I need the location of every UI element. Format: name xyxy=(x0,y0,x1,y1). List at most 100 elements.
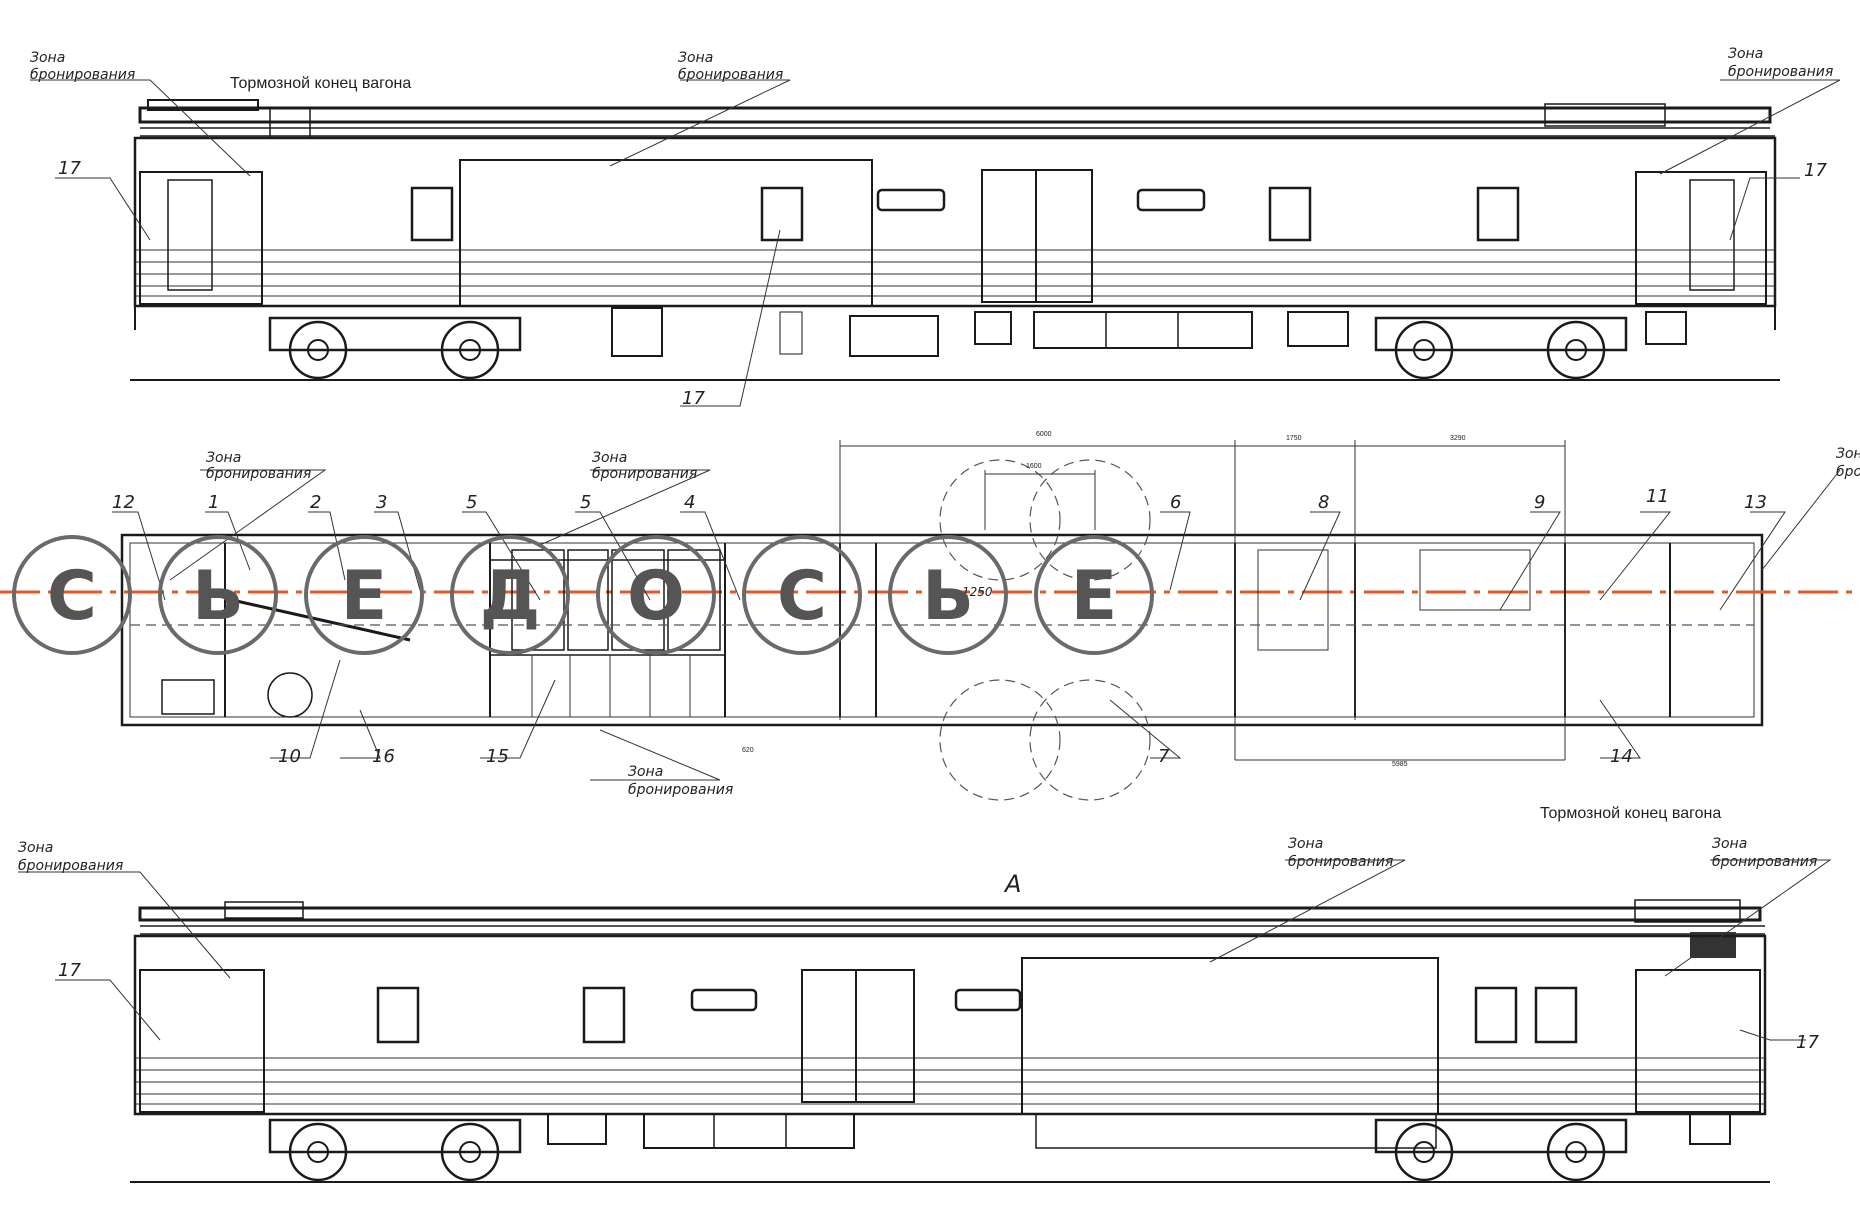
svg-text:бронирования: бронирования xyxy=(30,67,135,83)
watermark-letter: Е xyxy=(1071,557,1117,636)
svg-text:Зона: Зона xyxy=(1288,836,1323,852)
window xyxy=(582,986,626,1044)
roof-equipment xyxy=(147,99,259,111)
zone-label: Зона бронирования xyxy=(678,50,783,83)
callout-9: 9 xyxy=(1534,492,1545,513)
callout-1: 1 xyxy=(208,492,219,513)
watermark-circle xyxy=(596,535,716,655)
watermark-letter: Ь xyxy=(922,557,974,636)
watermark-letter: Е xyxy=(341,557,387,636)
car-body xyxy=(133,934,1767,1116)
watermark-letter: Д xyxy=(480,557,541,636)
plan-view xyxy=(0,440,1860,801)
dimension-label: 1600 xyxy=(1026,463,1042,470)
watermark-circle xyxy=(12,535,132,655)
svg-text:Зона: Зона xyxy=(1836,446,1860,462)
callout-14: 14 xyxy=(1610,746,1633,767)
dimension-label: 1750 xyxy=(1286,435,1302,442)
dimension-label: 3290 xyxy=(1450,435,1466,442)
car-body xyxy=(133,136,1777,308)
zone-label: Зона бронирования xyxy=(30,50,135,83)
watermark-letter: С xyxy=(777,557,827,636)
small-window xyxy=(1136,188,1206,212)
zone-label: Зона бронирования xyxy=(628,764,733,798)
bogie xyxy=(1374,316,1628,380)
callout-15: 15 xyxy=(486,746,509,767)
armor-zone xyxy=(139,969,265,1113)
svg-text:бронирования: бронирования xyxy=(1836,464,1860,480)
callout-17: 17 xyxy=(58,960,81,981)
watermark-circle xyxy=(158,535,278,655)
callout-17: 17 xyxy=(682,388,705,409)
small-window xyxy=(876,188,946,212)
callout-5: 5 xyxy=(580,492,591,513)
svg-text:Зона: Зона xyxy=(592,450,627,466)
callout-10: 10 xyxy=(278,746,301,767)
bottom-side-view xyxy=(18,859,1832,1183)
armor-zone xyxy=(459,159,873,307)
svg-text:бронирования: бронирования xyxy=(18,858,123,874)
callout-11: 11 xyxy=(1646,486,1669,507)
svg-text:Зона: Зона xyxy=(1712,836,1747,852)
side-door xyxy=(801,969,915,1103)
dimension-label: 6000 xyxy=(1036,431,1052,438)
callout-17: 17 xyxy=(58,158,81,179)
svg-text:Зона: Зона xyxy=(30,50,65,66)
zone-label: Зона бронирования xyxy=(1728,46,1833,80)
window xyxy=(410,186,454,242)
zone-label: Зона бронирования xyxy=(206,450,311,482)
top-side-view xyxy=(30,79,1841,407)
zone-label: Зона бронирования xyxy=(1288,836,1393,870)
window xyxy=(376,986,420,1044)
svg-text:бронирования: бронирования xyxy=(206,466,311,482)
zone-label: Зона бронирования xyxy=(18,840,123,874)
svg-text:бронирования: бронирования xyxy=(592,466,697,482)
window xyxy=(760,186,804,242)
callout-4: 4 xyxy=(684,492,695,513)
callout-7: 7 xyxy=(1158,746,1170,767)
bogie xyxy=(268,316,522,380)
zone-label: Зона бронирования xyxy=(1712,836,1817,870)
callout-5: 5 xyxy=(466,492,477,513)
watermark-circle xyxy=(888,535,1008,655)
small-window xyxy=(954,988,1022,1012)
svg-text:бронирования: бронирования xyxy=(1728,64,1833,80)
svg-text:Зона: Зона xyxy=(18,840,53,856)
watermark-letter: О xyxy=(627,557,685,636)
svg-text:Зона: Зона xyxy=(206,450,241,466)
callout-16: 16 xyxy=(372,746,395,767)
zone-label: Зона бронирования xyxy=(592,450,697,482)
window xyxy=(1534,986,1578,1044)
svg-text:бронирования: бронирования xyxy=(1712,854,1817,870)
brake-end-label: Тормозной конец вагона xyxy=(230,75,411,92)
watermark-circle xyxy=(450,535,570,655)
dimension-label: 5985 xyxy=(1392,761,1408,768)
watermark-circle xyxy=(742,535,862,655)
small-window xyxy=(690,988,758,1012)
watermark-circle xyxy=(1034,535,1154,655)
watermark-letter: Ь xyxy=(192,557,244,636)
callout-3: 3 xyxy=(376,492,387,513)
callout-13: 13 xyxy=(1744,492,1767,513)
text-labels: Тормозной конец вагона Тормозной конец в… xyxy=(18,46,1860,1053)
svg-text:бронирования: бронирования xyxy=(628,782,733,798)
callout-6: 6 xyxy=(1170,492,1181,513)
callout-12: 12 xyxy=(112,492,135,513)
armor-zone xyxy=(139,171,263,305)
bogie xyxy=(1374,1118,1628,1182)
zone-label: Зона бронирования xyxy=(1836,446,1860,480)
armor-zone xyxy=(1635,969,1761,1113)
dimension-label: 620 xyxy=(742,747,754,754)
svg-text:бронирования: бронирования xyxy=(678,67,783,83)
plan-outline xyxy=(120,533,1764,727)
watermark-circle xyxy=(304,535,424,655)
svg-text:Зона: Зона xyxy=(628,764,663,780)
svg-text:бронирования: бронирования xyxy=(1288,854,1393,870)
callout-8: 8 xyxy=(1318,492,1329,513)
svg-text:Зона: Зона xyxy=(1728,46,1763,62)
window xyxy=(1476,186,1520,242)
armor-zone xyxy=(1021,957,1439,1115)
armor-zone xyxy=(1635,171,1767,305)
